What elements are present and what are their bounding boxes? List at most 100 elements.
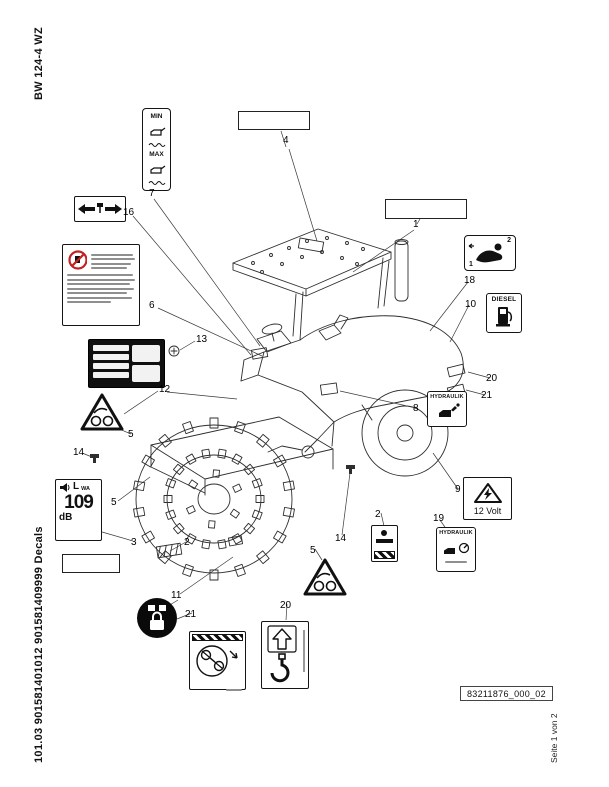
min-label: MIN [150,112,163,120]
fuel-pump-icon [496,307,513,327]
callout-14: 14 [335,533,347,544]
callout-21: 21 [185,609,197,620]
decal-safety-text [62,244,140,326]
volt-label: 12 Volt [473,506,502,516]
crush-warning-icon [303,558,347,596]
decal-diesel: DIESEL [486,293,522,333]
callout-1: 1 [413,219,419,230]
callout-5: 5 [111,497,117,508]
decal-crush-warning [80,392,124,432]
hydraulik-label: HYDRAULIK [430,394,464,400]
lock-icon [137,598,177,638]
bolt-icon [90,454,99,463]
fine-print-line [67,287,134,290]
callout-13: 13 [196,334,208,345]
table-cell [93,345,129,351]
oil-level-wave-icon [148,142,165,147]
fine-print-line [445,561,467,563]
diesel-label: DIESEL [491,296,517,303]
callout-20: 20 [280,600,292,611]
max-label: MAX [149,151,164,159]
seat-number-2: 2 [507,237,511,244]
fine-print-line [67,274,133,276]
decal-data-table [88,339,165,388]
oil-can-gauge-icon [444,542,470,554]
callout-3: 3 [131,537,137,548]
fine-print-line [67,283,130,285]
callout-2: 2 [184,537,190,548]
oil-drop-icon [439,403,460,417]
callout-5: 5 [128,429,134,440]
callout-10: 10 [465,299,477,310]
speaker-icon [60,483,70,492]
seat-number-1: 1 [469,261,473,268]
decal-belt-warning [189,631,246,691]
table-cell [132,345,160,362]
callout-12: 12 [159,384,171,395]
fine-print-vertical [303,630,305,672]
table-cell [93,363,129,369]
fine-print-line [226,688,242,691]
fine-print-line [91,258,135,260]
decal-operator-seat: 2 1 [464,235,516,271]
decal-lifting-point [261,621,309,689]
table-cell [93,354,129,360]
grease-arrows-icon [78,203,122,214]
callout-9: 9 [455,484,461,495]
table-cell [132,365,160,382]
prohibition-icon [68,250,87,270]
fine-print-line [67,292,127,294]
callout-18: 18 [464,275,476,286]
callout-11: 11 [171,590,182,601]
callout-14: 14 [73,447,85,458]
belt-pulley-icon [196,645,238,677]
callout-4: 4 [283,135,289,146]
decal-blank-top [238,111,310,130]
callout-6: 6 [149,300,155,311]
fine-print-line [91,253,133,256]
safety-text-header [67,249,135,272]
tie-down-icon [376,530,393,543]
callout-16: 16 [123,207,135,218]
lightning-icon [473,483,502,503]
table-cell [93,372,129,378]
noise-header: L WA [59,482,98,493]
decal-lock [136,597,178,639]
noise-value: 109 [64,492,94,513]
decal-tie-down [371,525,398,562]
seat-operator-icon [468,243,503,263]
noise-symbol: L [73,481,80,492]
table-left-column [93,345,129,382]
leader-lines [81,130,491,621]
hydraulik-label: HYDRAULIK [439,530,473,536]
fastener-icon [168,345,180,357]
fine-print-block [91,249,135,272]
machine-line-art [90,228,466,581]
hazard-stripe [192,634,243,641]
decal-crush-warning [303,557,347,597]
callout-7: 7 [149,188,155,199]
decal-hydraulik-upper: HYDRAULIK [427,391,467,427]
decal-grease-points [74,196,126,222]
decal-noise-level: L WA 109 dB [55,479,102,541]
fine-print-line [67,296,132,299]
fine-print-line [67,278,135,281]
callout-2: 2 [375,509,381,520]
document-number: 83211876_000_02 [460,686,553,701]
fine-print-line [67,301,111,303]
oil-level-wave-icon [148,181,165,186]
noise-unit: dB [59,512,73,523]
fine-print-line [91,262,131,265]
decal-hydraulik-lower: HYDRAULIK [436,527,476,572]
decal-blank-bottom [62,554,120,573]
decal-blank-right [385,199,467,219]
callout-21: 21 [481,390,493,401]
fine-print-line [91,267,127,269]
bolt-icon [346,465,355,474]
fine-print-block [67,274,135,303]
crush-warning-icon [80,393,124,431]
hazard-stripe [374,551,395,559]
callout-5: 5 [310,545,316,556]
decal-12-volt: 12 Volt [463,477,512,520]
